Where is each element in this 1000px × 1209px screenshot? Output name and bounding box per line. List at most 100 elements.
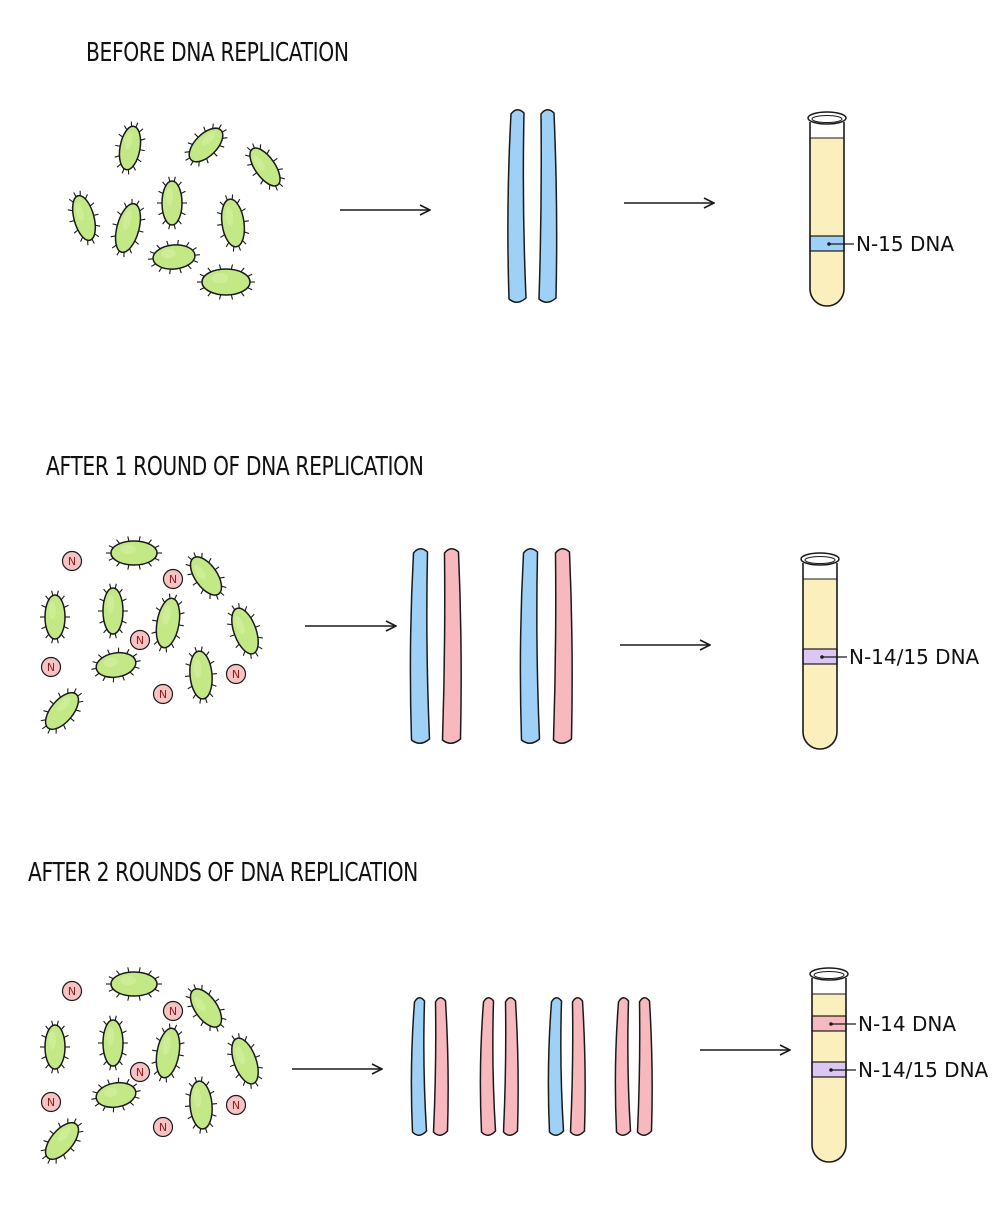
test-tube: N-15 DNA — [807, 111, 954, 307]
band-label: N-14/15 DNA — [849, 645, 980, 669]
n14-dna-strand — [569, 997, 586, 1136]
nitrogen-symbol: N — [136, 634, 144, 647]
n14-dna-strand — [441, 548, 462, 744]
nitrogen-symbol: N — [232, 1099, 240, 1112]
nitrogen-atoms: N N N N N N — [40, 550, 247, 705]
bacterium-cell — [151, 593, 185, 653]
band-label: N-15 DNA — [856, 232, 954, 256]
nitrogen-atom: N — [162, 568, 184, 590]
nitrogen-symbol: N — [232, 668, 240, 681]
nitrogen-symbol: N — [68, 555, 76, 568]
tube-outline — [809, 122, 845, 307]
bacterium-cell — [91, 647, 141, 683]
nitrogen-atom: N — [129, 1061, 151, 1083]
bacterium-cell — [40, 590, 70, 644]
dna-band-n15: N-15 DNA — [809, 232, 954, 256]
bacterium-cell — [216, 194, 250, 252]
bacteria-cluster — [40, 536, 263, 734]
bacterium-cell — [106, 536, 162, 570]
band-label: N-14/15 DNA — [858, 1058, 989, 1082]
bacteria-cluster — [67, 121, 285, 300]
n14-dna-strand — [432, 997, 449, 1136]
n14-dna-strand — [614, 997, 632, 1136]
tube-outline — [811, 978, 847, 1163]
tube-liquid — [812, 994, 846, 1162]
row-3-title: AFTER 2 ROUNDS OF DNA REPLICATION — [28, 858, 418, 888]
dna-band-n14: N-14 DNA — [811, 1012, 956, 1036]
nitrogen-atom: N — [225, 1094, 247, 1116]
nitrogen-atom: N — [40, 656, 62, 678]
row-1: N-15 DNA — [67, 109, 954, 307]
dna-strands — [410, 997, 653, 1136]
bacterium-cell — [91, 1077, 141, 1113]
row-1-title: BEFORE DNA REPLICATION — [86, 38, 349, 68]
nitrogen-symbol: N — [68, 985, 76, 998]
bacterium-cell — [185, 984, 227, 1032]
nitrogen-symbol: N — [159, 688, 167, 701]
bacterium-cell — [67, 190, 101, 246]
bacterium-cell — [106, 967, 162, 1001]
test-tube: N-14/15 DNA — [800, 552, 980, 750]
nitrogen-symbol: N — [159, 1121, 167, 1134]
bacterium-cell — [185, 1076, 217, 1134]
nitrogen-atoms: N N N N N N — [40, 980, 247, 1138]
bacteria-cluster — [40, 967, 263, 1164]
band-label: N-14 DNA — [858, 1012, 956, 1036]
n14-dna-strand — [502, 997, 519, 1136]
bacterium-cell — [185, 552, 227, 600]
n15-dna-strand — [410, 997, 428, 1136]
bacterium-cell — [40, 688, 84, 734]
n15-dna-strand — [507, 109, 527, 303]
nitrogen-atom: N — [61, 980, 83, 1002]
n14-dna-strand — [636, 997, 653, 1136]
bacterium-cell — [157, 176, 187, 230]
n14-dna-strand — [552, 548, 573, 744]
tube-rim — [807, 111, 847, 125]
bacterium-cell — [40, 1020, 70, 1074]
n15-dna-strand — [547, 997, 565, 1136]
nitrogen-symbol: N — [169, 1005, 177, 1018]
nitrogen-atom: N — [40, 1091, 62, 1113]
dna-band-hybrid: N-14/15 DNA — [811, 1058, 989, 1082]
nitrogen-symbol: N — [136, 1066, 144, 1079]
n15-dna-strand — [409, 548, 431, 744]
nitrogen-symbol: N — [169, 573, 177, 586]
row-3: N N N N N N N-14 DNA N-14/15 DNA — [40, 967, 989, 1164]
nitrogen-atom: N — [225, 663, 247, 685]
test-tube: N-14 DNA N-14/15 DNA — [809, 967, 989, 1163]
bacterium-cell — [98, 1015, 128, 1071]
nitrogen-atom: N — [129, 629, 151, 651]
nitrogen-atom: N — [162, 1000, 184, 1022]
row-2-title: AFTER 1 ROUND OF DNA REPLICATION — [46, 452, 424, 482]
n15-dna-strand — [538, 109, 558, 303]
bacterium-cell — [185, 646, 217, 704]
bacterium-cell — [227, 603, 263, 659]
nitrogen-atom: N — [152, 683, 174, 705]
row-2: N N N N N N N-14/15 DNA — [40, 536, 980, 750]
bacterium-cell — [40, 1118, 84, 1164]
dna-strands — [409, 548, 573, 744]
nitrogen-atom: N — [61, 550, 83, 572]
nitrogen-symbol: N — [47, 1096, 55, 1109]
tube-outline — [802, 563, 838, 750]
nitrogen-symbol: N — [47, 661, 55, 674]
bacterium-cell — [98, 583, 128, 639]
tube-rim — [809, 967, 849, 981]
bacterium-cell — [148, 239, 200, 275]
dna-band-hybrid: N-14/15 DNA — [802, 645, 980, 669]
bacterium-cell — [184, 123, 228, 167]
tube-liquid — [810, 138, 844, 306]
nitrogen-atom: N — [152, 1116, 174, 1138]
bacterium-cell — [197, 264, 255, 300]
bacterium-cell — [245, 143, 285, 191]
bacterium-cell — [110, 198, 146, 258]
bacterium-cell — [114, 121, 146, 175]
dna-strands — [507, 109, 558, 303]
bacterium-cell — [151, 1023, 185, 1083]
tube-rim — [800, 552, 840, 566]
n14-dna-strand — [479, 997, 497, 1136]
n15-dna-strand — [519, 548, 541, 744]
bacterium-cell — [227, 1033, 263, 1089]
